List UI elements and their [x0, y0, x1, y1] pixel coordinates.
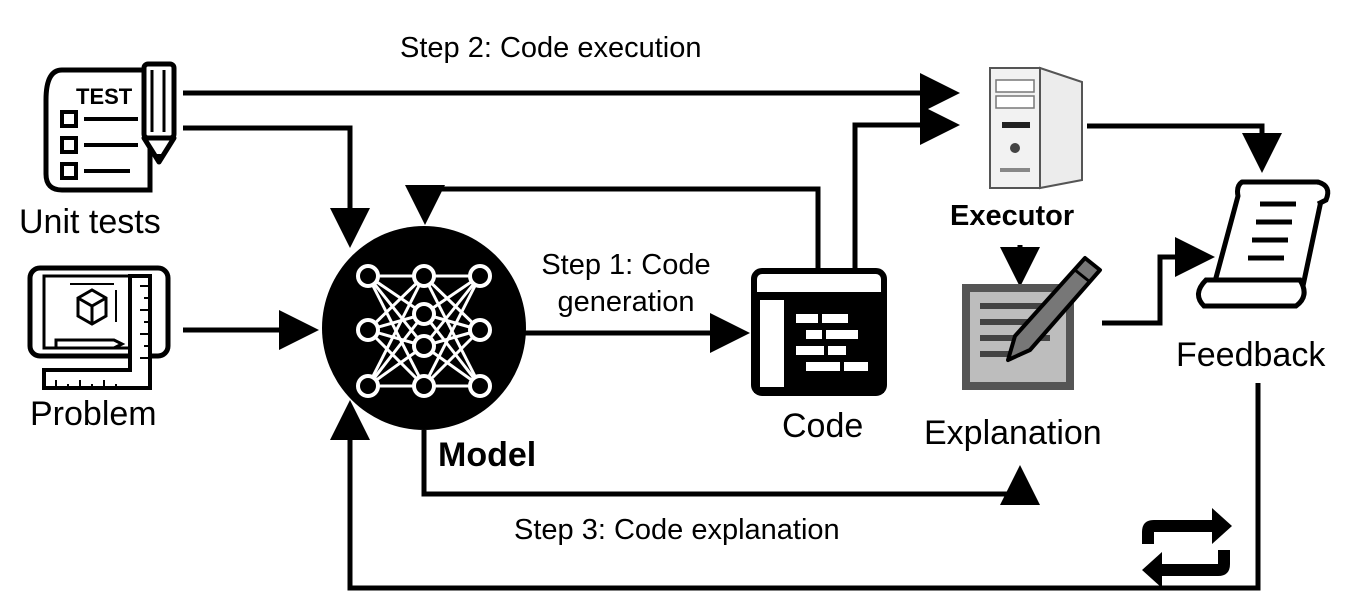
- step2-label: Step 2: Code execution: [400, 32, 702, 64]
- scroll-icon: [1196, 179, 1331, 309]
- neural-network-icon: [322, 226, 526, 430]
- unit-tests-icon: TEST: [43, 61, 177, 193]
- step3-label: Step 3: Code explanation: [514, 514, 840, 546]
- code-window-icon: [751, 268, 887, 396]
- feedback-label: Feedback: [1176, 336, 1326, 374]
- explanation-label: Explanation: [924, 414, 1102, 452]
- arrow-executor-to-feedback: [1087, 123, 1282, 173]
- connectors: [183, 73, 1282, 591]
- server-icon: [989, 66, 1083, 190]
- problem-label: Problem: [30, 395, 157, 433]
- step1-label-line2: generation: [557, 286, 695, 318]
- model-label: Model: [438, 436, 537, 474]
- unit-tests-label: Unit tests: [19, 203, 161, 241]
- arrow-model-to-explanation: [421, 430, 1040, 505]
- arrow-tests-to-model: [183, 125, 370, 248]
- arrow-code-to-executor: [852, 105, 960, 270]
- executor-label: Executor: [950, 200, 1075, 232]
- step1-label-line1: Step 1: Code: [541, 249, 711, 281]
- blueprint-icon: [27, 265, 171, 390]
- pencil-icon: [141, 61, 177, 165]
- arrow-feedback-to-model: [330, 383, 1261, 591]
- repeat-icon: [1142, 508, 1232, 588]
- note-pen-icon: [962, 256, 1102, 390]
- test-badge: TEST: [76, 84, 133, 109]
- code-label: Code: [782, 407, 864, 445]
- arrow-code-to-model: [405, 185, 821, 270]
- arrow-explanation-to-feedback: [1102, 237, 1215, 326]
